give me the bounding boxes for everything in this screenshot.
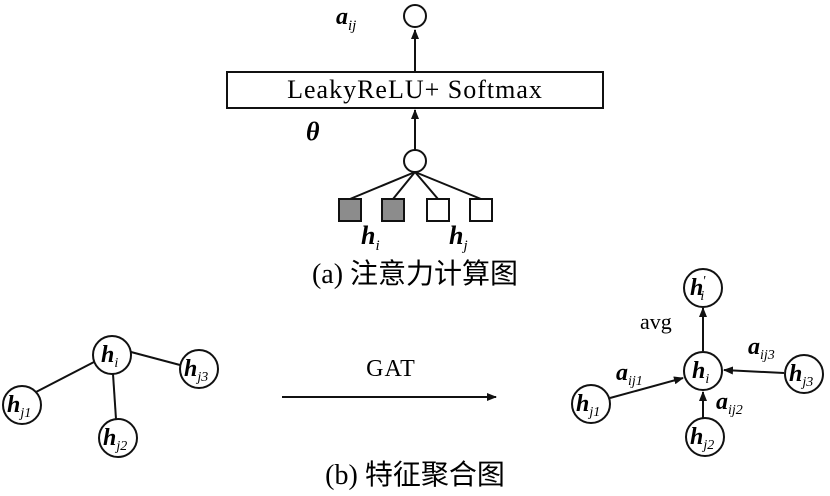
right-hj1-label: hj1	[576, 391, 600, 420]
right-node-hi	[683, 351, 723, 391]
right-output-label: h'i	[690, 274, 706, 304]
fan-line-1	[349, 171, 416, 200]
right-node-output	[683, 268, 723, 308]
hj3-to-center-arrow	[723, 366, 785, 375]
left-hi-label: hi	[101, 342, 118, 371]
edge-hi-hj1	[35, 361, 95, 393]
caption-a: (a) 注意力计算图	[312, 258, 518, 290]
output-node	[403, 4, 427, 28]
hj1-to-center-arrow	[609, 376, 684, 399]
right-hi-label: hi	[692, 358, 709, 387]
output-label: aij	[336, 4, 356, 34]
left-hj2-label: hj2	[103, 425, 127, 454]
right-hj2-label: hj2	[690, 424, 714, 453]
left-hj3-label: hj3	[184, 356, 208, 385]
weight-aij3-label: aij3	[748, 334, 775, 363]
left-graph-nodes	[2, 335, 219, 458]
layer-box-label: LeakyReLU+ Softmax	[287, 75, 543, 104]
right-node-hj2	[685, 417, 725, 457]
weight-aij2-label: aij2	[716, 389, 743, 418]
hj-feature-square-2	[469, 198, 493, 222]
left-node-hj3	[179, 349, 219, 389]
fan-line-2	[392, 171, 416, 200]
left-node-hj2	[98, 418, 138, 458]
caption-b: (b) 特征聚合图	[325, 459, 505, 491]
avg-label: avg	[640, 309, 672, 334]
left-node-hi	[92, 335, 132, 375]
hi-feature-square-1	[338, 198, 362, 222]
hi-feature-square-2	[381, 198, 405, 222]
right-hj3-label: hj3	[789, 361, 813, 390]
right-graph-arrows	[609, 307, 785, 419]
left-node-hj1	[2, 385, 42, 425]
leakyrelu-softmax-box	[226, 71, 604, 109]
right-graph-nodes	[571, 268, 824, 457]
right-node-hj1	[571, 384, 611, 424]
edge-hi-hj3	[130, 351, 181, 366]
hj-label: hj	[449, 221, 468, 254]
hj-feature-square-1	[426, 198, 450, 222]
join-node	[403, 149, 427, 173]
theta-label: θ	[306, 117, 320, 146]
hi-label: hi	[361, 221, 380, 254]
edge-hi-hj2	[112, 373, 117, 420]
left-hj1-label: hj1	[7, 392, 31, 421]
weight-aij1-label: aij1	[616, 360, 643, 389]
fan-line-4	[414, 171, 482, 200]
fan-line-3	[414, 171, 439, 200]
gat-label: GAT	[366, 356, 416, 382]
attention-graph	[226, 4, 604, 222]
left-graph-edges	[35, 351, 181, 420]
right-node-hj3	[784, 354, 824, 394]
